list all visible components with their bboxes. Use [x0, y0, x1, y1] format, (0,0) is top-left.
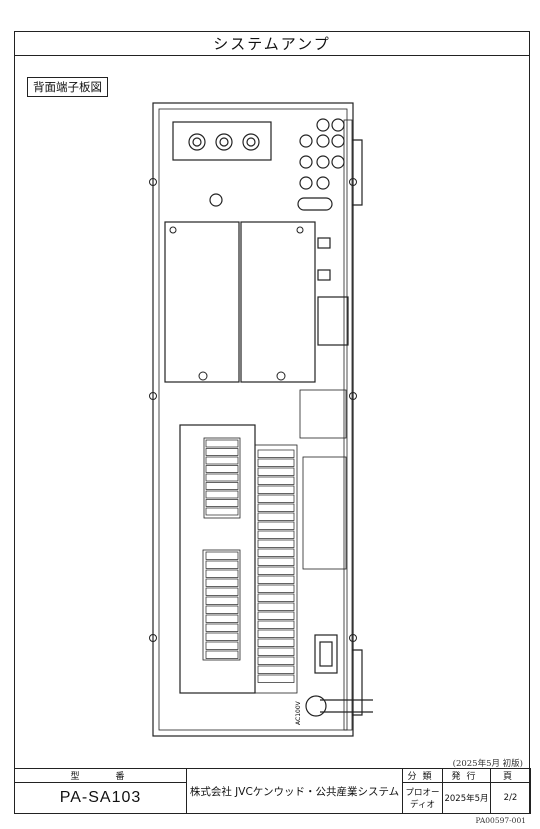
terminal-slot — [257, 539, 295, 548]
terminal-slot — [205, 482, 239, 490]
terminal-slot — [205, 456, 239, 465]
terminal-slot — [257, 620, 295, 629]
company-name: 株式会社 JVCケンウッド・公共産業システム — [186, 768, 403, 814]
option-slot-1 — [164, 221, 240, 383]
terminal-slot — [205, 490, 239, 499]
terminal-slot — [205, 473, 239, 482]
terminal-slot — [205, 641, 239, 650]
terminal-slot — [205, 614, 239, 623]
terminal-slot — [257, 566, 295, 575]
category-label: 分類 — [402, 768, 443, 783]
terminal-slot — [205, 569, 239, 578]
ac-label: AC100V — [295, 700, 302, 725]
page-label: 頁 — [490, 768, 531, 783]
title-block: 型 番 株式会社 JVCケンウッド・公共産業システム 分類 発行 頁 PA-SA… — [14, 768, 531, 814]
terminal-slot — [205, 465, 239, 473]
document-id: PA00597-001 — [475, 816, 526, 825]
terminal-slot — [205, 605, 239, 614]
terminal-slot — [257, 602, 295, 611]
terminal-slot — [257, 467, 295, 476]
terminal-slot — [205, 551, 239, 560]
terminal-slot — [257, 485, 295, 494]
terminal-slot — [257, 674, 295, 683]
terminal-slot — [205, 507, 239, 516]
terminal-slot — [257, 512, 295, 521]
terminal-slot — [205, 587, 239, 596]
terminal-slot — [257, 557, 295, 566]
terminal-slot — [257, 638, 295, 647]
terminal-slot — [205, 596, 239, 605]
terminal-slot — [205, 560, 239, 569]
terminal-slot — [257, 656, 295, 665]
terminal-slot — [205, 448, 239, 456]
issue-label: 発行 — [442, 768, 491, 783]
terminal-slot — [257, 584, 295, 593]
terminal-slot — [257, 647, 295, 656]
terminal-slot — [205, 499, 239, 507]
page-number: 2/2 — [490, 782, 531, 814]
section-label: 背面端子板図 — [27, 77, 108, 97]
category-value: プロオーディオ — [402, 782, 443, 814]
model-number: PA-SA103 — [14, 782, 187, 814]
terminal-slot — [257, 458, 295, 467]
terminal-slot — [257, 665, 295, 674]
terminal-slot — [205, 632, 239, 641]
terminal-slot — [257, 494, 295, 503]
terminal-slot — [257, 593, 295, 602]
terminal-slot — [257, 449, 295, 458]
input-jack-block — [172, 121, 272, 161]
terminal-slot — [205, 623, 239, 632]
terminal-slot — [257, 575, 295, 584]
rear-panel-diagram: AC100V — [149, 102, 373, 737]
edition-note: (2025年5月 初版) — [452, 759, 523, 769]
terminal-slot — [257, 476, 295, 485]
option-slot-2 — [240, 221, 316, 383]
terminal-slot — [257, 521, 295, 530]
terminal-slot — [205, 439, 239, 448]
model-label: 型 番 — [14, 768, 187, 783]
page-title: システムアンプ — [14, 31, 530, 56]
issue-date: 2025年5月 — [442, 782, 491, 814]
terminal-slot — [257, 503, 295, 512]
chassis-outline — [152, 102, 354, 737]
power-inlet — [314, 634, 338, 674]
terminal-slot — [257, 611, 295, 620]
terminal-slot — [257, 530, 295, 539]
terminal-slot — [257, 629, 295, 638]
terminal-slot — [257, 548, 295, 557]
terminal-slot — [205, 578, 239, 587]
terminal-slot — [205, 650, 239, 659]
